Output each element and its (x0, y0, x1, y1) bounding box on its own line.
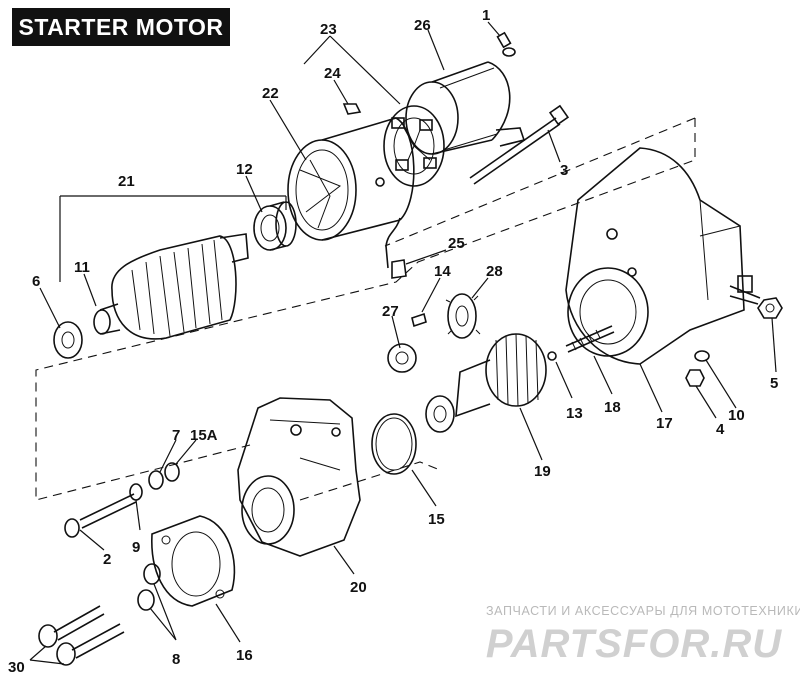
callout-7: 7 (172, 427, 180, 444)
part-20-drive-housing (237, 397, 361, 557)
callout-10: 10 (728, 407, 745, 424)
callout-16: 16 (236, 647, 253, 664)
leader-lines (29, 21, 777, 665)
part-25-lead-wire (385, 217, 407, 279)
callout-28: 28 (486, 263, 503, 280)
part-6-washer (53, 321, 83, 359)
part-28-gear (445, 293, 481, 339)
callout-13: 13 (566, 405, 583, 422)
part-4-nut (685, 369, 705, 387)
callout-12: 12 (236, 161, 253, 178)
callout-24: 24 (324, 65, 341, 82)
part-13-ball (547, 351, 557, 361)
part-9-lockwasher (129, 483, 143, 501)
callout-2: 2 (103, 551, 111, 568)
part-7-washer (148, 470, 164, 490)
diagram-title: STARTER MOTOR (12, 8, 230, 46)
callout-3: 3 (560, 162, 568, 179)
part-1-screw (496, 31, 516, 57)
callout-1: 1 (482, 7, 490, 24)
part-30-cap-screws (38, 605, 125, 666)
part-12-bearing (253, 201, 297, 251)
callout-6: 6 (32, 273, 40, 290)
callout-25: 25 (448, 235, 465, 252)
part-24-brush-spring (342, 103, 362, 115)
part-16-gasket (151, 515, 236, 607)
watermark-logo-text: PARTSFOR.RU (486, 622, 782, 666)
callout-18: 18 (604, 399, 621, 416)
part-22-yoke-housing (287, 117, 415, 241)
part-27-retainer (387, 343, 417, 373)
callout-labels: 1 2 3 4 5 6 7 8 9 10 11 12 13 14 15 15A … (8, 7, 778, 676)
part-2-bolt (64, 493, 137, 538)
part-11-armature (93, 233, 249, 340)
part-15a-ring (164, 462, 180, 482)
callout-19: 19 (534, 463, 551, 480)
callout-27: 27 (382, 303, 399, 320)
part-17-end-housing (565, 147, 745, 365)
part-8-washers (137, 563, 161, 611)
part-18-stud (565, 325, 615, 353)
part-15-o-ring (371, 413, 417, 475)
callout-4: 4 (716, 421, 725, 438)
callout-20: 20 (350, 579, 367, 596)
part-5-nut (729, 275, 783, 319)
watermark-logo: PARTSFOR.RU (486, 622, 782, 666)
callout-21: 21 (118, 173, 135, 190)
callout-15: 15 (428, 511, 445, 528)
callout-11: 11 (74, 259, 90, 276)
callout-15a: 15A (190, 427, 218, 444)
callout-23: 23 (320, 21, 337, 38)
part-19-clutch-pinion (425, 333, 547, 433)
callout-9: 9 (132, 539, 140, 556)
assembly-outline-lines (35, 117, 696, 501)
callout-14: 14 (434, 263, 451, 280)
watermark-caption: ЗАПЧАСТИ И АКСЕССУАРЫ ДЛЯ МОТОТЕХНИКИ (486, 604, 800, 618)
part-3-through-bolt (469, 104, 570, 185)
callout-26: 26 (414, 17, 431, 34)
part-26-field-frame (405, 61, 526, 155)
callout-5: 5 (770, 375, 778, 392)
callout-17: 17 (656, 415, 673, 432)
callout-8: 8 (172, 651, 180, 668)
callout-22: 22 (262, 85, 279, 102)
part-14-pin (411, 312, 427, 328)
callout-30: 30 (8, 659, 25, 676)
part-10-washer (694, 350, 710, 362)
